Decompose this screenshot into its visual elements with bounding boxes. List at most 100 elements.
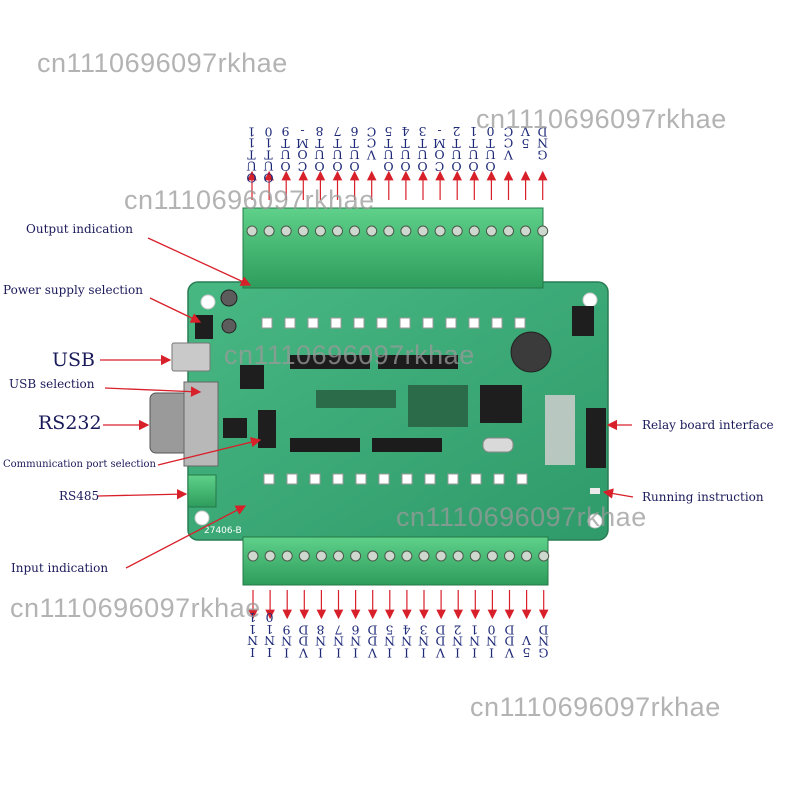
ic-chip: [378, 355, 458, 369]
output-led: [491, 317, 503, 329]
bottom-terminal-label: V D D: [298, 622, 309, 660]
terminal-screw: [247, 550, 259, 562]
db9-rs232-port: [149, 392, 189, 454]
terminal-screw: [521, 550, 533, 562]
terminal-screw: [314, 225, 326, 237]
crystal: [482, 437, 514, 453]
label-communication-port-selection: Communication port selection: [3, 459, 156, 470]
output-led: [284, 317, 296, 329]
output-led: [330, 317, 342, 329]
bottom-terminal-label: I N 1: [469, 622, 481, 660]
label-rs485: RS485: [59, 489, 100, 503]
relay-board-header: [586, 408, 606, 468]
label-rs232: RS232: [38, 412, 102, 434]
output-led-row: [261, 317, 526, 329]
output-led: [468, 317, 480, 329]
top-terminal-label: O U T 1 1: [246, 124, 257, 186]
watermark: cn1110696097rkhae: [224, 340, 475, 370]
input-led: [355, 473, 367, 485]
run-led: [590, 488, 600, 494]
top-terminal-label: O U T 3: [417, 124, 428, 175]
bottom-terminal-label: G N D: [537, 622, 549, 660]
label-power-supply-selection: Power supply selection: [3, 283, 143, 297]
top-terminal-label: C O M -: [433, 124, 446, 175]
terminal-screw: [366, 225, 378, 237]
label-usb-selection: USB selection: [9, 377, 95, 391]
output-led: [445, 317, 457, 329]
input-led: [332, 473, 344, 485]
terminal-screw: [485, 225, 497, 237]
terminal-screw: [417, 225, 429, 237]
capacitor: [221, 318, 237, 334]
terminal-screw: [349, 225, 361, 237]
input-led: [378, 473, 390, 485]
ic-chip: [290, 438, 360, 452]
terminal-screw: [367, 550, 379, 562]
top-terminal-label: O U T 6: [348, 124, 360, 175]
terminal-screw: [297, 225, 309, 237]
driver-chip: [223, 418, 247, 438]
comm-jumper: [258, 410, 276, 448]
terminal-screw: [264, 550, 276, 562]
terminal-screw: [469, 550, 481, 562]
main-mcu-chip: [480, 385, 522, 423]
watermark: cn1110696097rkhae: [476, 104, 727, 134]
terminal-screw: [350, 550, 362, 562]
bottom-terminal-label: I N 3: [418, 622, 429, 660]
relay-chip: [408, 385, 468, 427]
usb-port: [171, 342, 211, 372]
output-led: [422, 317, 434, 329]
label-input-indication: Input indication: [11, 561, 109, 575]
terminal-screw: [537, 225, 549, 237]
label-usb: USB: [52, 349, 95, 371]
capacitor: [220, 289, 238, 307]
bottom-terminal-label: I N 0: [486, 622, 498, 660]
terminal-screw: [434, 225, 446, 237]
input-led: [401, 473, 413, 485]
terminal-screw: [538, 550, 550, 562]
input-led: [263, 473, 275, 485]
input-led: [309, 473, 321, 485]
ic-chip: [290, 355, 370, 369]
input-led-row: [263, 473, 528, 485]
top-terminal-label: O U T 9: [280, 124, 291, 175]
terminal-screw: [384, 550, 396, 562]
label-relay-board-interface: Relay board interface: [642, 418, 774, 432]
power-jumper: [195, 315, 213, 339]
bottom-terminal-label: I N 1 0: [264, 610, 276, 661]
terminal-screw: [383, 225, 395, 237]
top-terminal-label: O U T 1 0: [263, 124, 274, 186]
top-terminal-label: O U T 8: [314, 124, 326, 175]
terminal-screw: [281, 550, 293, 562]
watermark: cn1110696097rkhae: [396, 502, 647, 532]
terminal-screw: [400, 225, 412, 237]
bottom-terminal-label: I N 8: [315, 622, 327, 660]
mounting-hole: [200, 294, 216, 310]
top-terminal-label: O U T 4: [400, 124, 411, 175]
output-led: [261, 317, 273, 329]
terminal-screw: [520, 225, 532, 237]
top-terminal-label: O U T 5: [383, 124, 394, 175]
top-terminal-label: O U T 2: [451, 124, 462, 175]
bottom-pin-arrows: [248, 590, 549, 620]
serial-chip: [240, 365, 264, 389]
terminal-screw: [315, 550, 327, 562]
terminal-screw: [435, 550, 447, 562]
bottom-terminal-label: I N 5: [383, 622, 395, 660]
annotation-arrows: [97, 237, 634, 569]
watermark: cn1110696097rkhae: [124, 185, 375, 215]
side-header: [572, 306, 594, 336]
watermark: cn1110696097rkhae: [10, 593, 261, 623]
rs485-terminal: [187, 474, 217, 508]
label-output-indication: Output indication: [26, 222, 134, 236]
output-led: [307, 317, 319, 329]
bottom-terminal-block: [242, 536, 550, 586]
input-led: [493, 473, 505, 485]
output-led: [514, 317, 526, 329]
terminal-screw: [468, 225, 480, 237]
bottom-terminal-label: V D D: [435, 622, 446, 660]
output-led: [376, 317, 388, 329]
db9-shell: [183, 381, 219, 467]
